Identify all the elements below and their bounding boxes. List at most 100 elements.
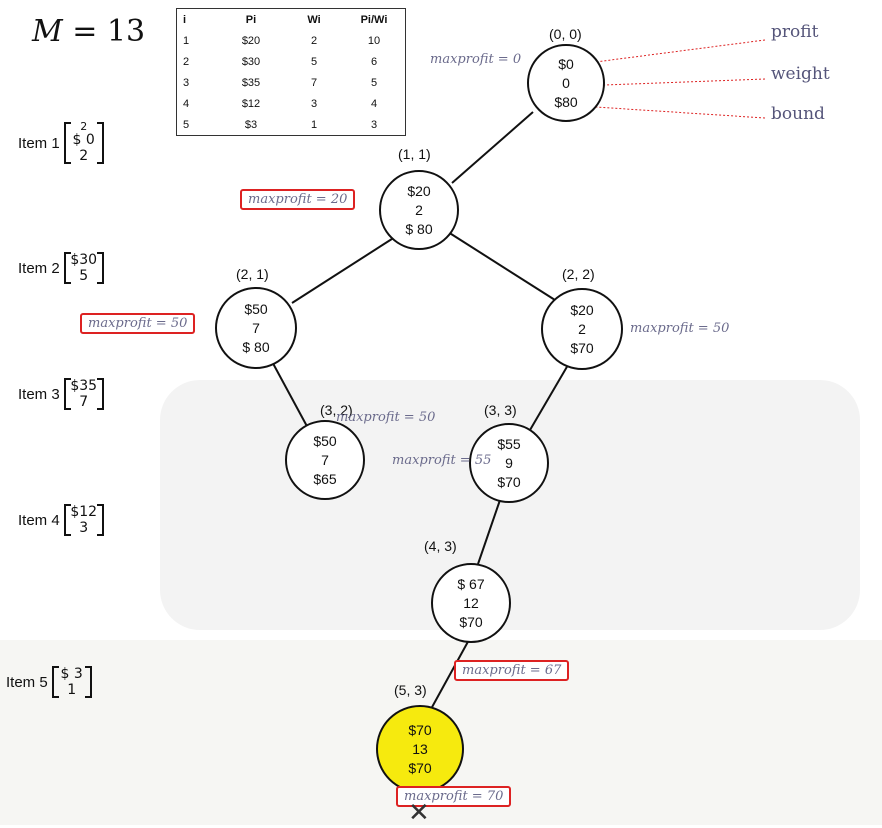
header-i: i [183,13,187,26]
node-21-maxprofit: maxprofit = 50 [80,313,196,334]
cell: 3 [370,118,378,131]
callout-weight: weight [771,64,830,84]
node-weight: 2 [415,201,423,218]
node-bound: $ 80 [405,220,433,237]
capacity-variable: M [32,14,63,49]
capacity-equals: = [62,14,107,49]
node-weight: 7 [252,319,260,336]
cell: $12 [241,97,261,110]
item-profit: $30 [70,252,98,268]
arrow-weight [577,78,766,90]
edge-00-11 [451,111,534,184]
item-profit: $12 [70,504,98,520]
cell: $20 [241,34,261,47]
cell: 5 [370,76,378,89]
cell: $30 [241,55,261,68]
table-row: 3 $35 7 5 [177,72,406,93]
node-bound: $70 [497,473,521,490]
cell: 2 [183,55,190,68]
node-22-maxprofit: maxprofit = 50 [630,321,730,336]
item-name: Item 1 [18,134,60,152]
item-vector: $12 3 [63,504,104,536]
cell: 4 [370,97,378,110]
callout-bound: bound [771,104,825,124]
item-note: 2 [80,120,88,133]
cell: 4 [183,97,190,110]
item-profit: $35 [70,378,98,394]
node-00-maxprofit: maxprofit = 0 [430,52,522,67]
item-weight: 7 [79,394,89,410]
item-3-label: Item 3 $35 7 [18,378,104,410]
background-shape [160,380,860,630]
node-bound: $70 [408,759,432,776]
item-4-label: Item 4 $12 3 [18,504,104,536]
cell: $35 [241,76,261,89]
item-2-label: Item 2 $30 5 [18,252,104,284]
edge-11-21 [291,236,396,304]
node-profit: $70 [408,721,432,738]
node-profit: $0 [558,55,574,72]
edge-22-33 [529,364,569,431]
node-43-maxprofit: maxprofit = 67 [454,660,570,681]
node-53-maxprofit: maxprofit = 70 [396,786,512,807]
item-weight: 5 [79,268,89,284]
edge-11-22 [447,231,556,301]
node-21-coord: (2, 1) [236,266,269,282]
cell: 1 [310,118,318,131]
node-53-optimal: $70 13 $70 [376,705,464,793]
node-11-maxprofit: maxprofit = 20 [240,189,356,210]
item-5-label: Item 5 $ 3 1 [6,666,92,698]
node-weight: 2 [578,320,586,337]
cell: 3 [183,76,190,89]
edge-43-53 [430,637,471,710]
node-22-coord: (2, 2) [562,266,595,282]
item-vector: $35 7 [63,378,104,410]
node-33-maxprofit: maxprofit = 55 [392,453,492,468]
node-33: $55 9 $70 [469,423,549,503]
node-32-coord: (3, 2) [320,402,353,418]
node-profit: $ 67 [457,575,485,592]
header-ratio: Pi/Wi [360,13,388,26]
item-name: Item 4 [18,511,60,529]
node-profit: $20 [570,301,594,318]
item-1-label: Item 1 2 $ 0 2 [18,120,104,164]
table-header-row: i Pi Wi Pi/Wi [177,9,406,31]
item-profit: $ 0 [72,132,95,148]
cell: 5 [183,118,190,131]
edge-33-43 [477,499,501,565]
node-43: $ 67 12 $70 [431,563,511,643]
node-weight: 13 [412,740,428,757]
node-53-coord: (5, 3) [394,682,427,698]
arrow-profit [579,39,766,68]
item-vector: 2 $ 0 2 [63,120,104,164]
node-bound: $80 [554,93,578,110]
node-00: $0 0 $80 [527,44,605,122]
cell: 7 [310,76,318,89]
node-profit: $55 [497,435,521,452]
item-name: Item 2 [18,259,60,277]
cell: 5 [310,55,318,68]
item-name: Item 5 [6,673,48,691]
item-weight: 1 [67,682,77,698]
node-weight: 9 [505,454,513,471]
node-profit: $20 [407,182,431,199]
header-pi: Pi [245,13,257,26]
cell: 3 [310,97,318,110]
item-name: Item 3 [18,385,60,403]
item-weight: 3 [79,520,89,536]
node-profit: $50 [244,300,268,317]
table-row: 4 $12 3 4 [177,93,406,114]
cell: 2 [310,34,318,47]
item-vector: $ 3 1 [51,666,92,698]
node-profit: $50 [313,432,337,449]
header-wi: Wi [307,13,321,26]
node-22: $20 2 $70 [541,288,623,370]
edge-21-32 [268,355,310,431]
callout-profit: profit [771,22,819,42]
node-bound: $70 [570,339,594,356]
cell: 1 [183,34,190,47]
